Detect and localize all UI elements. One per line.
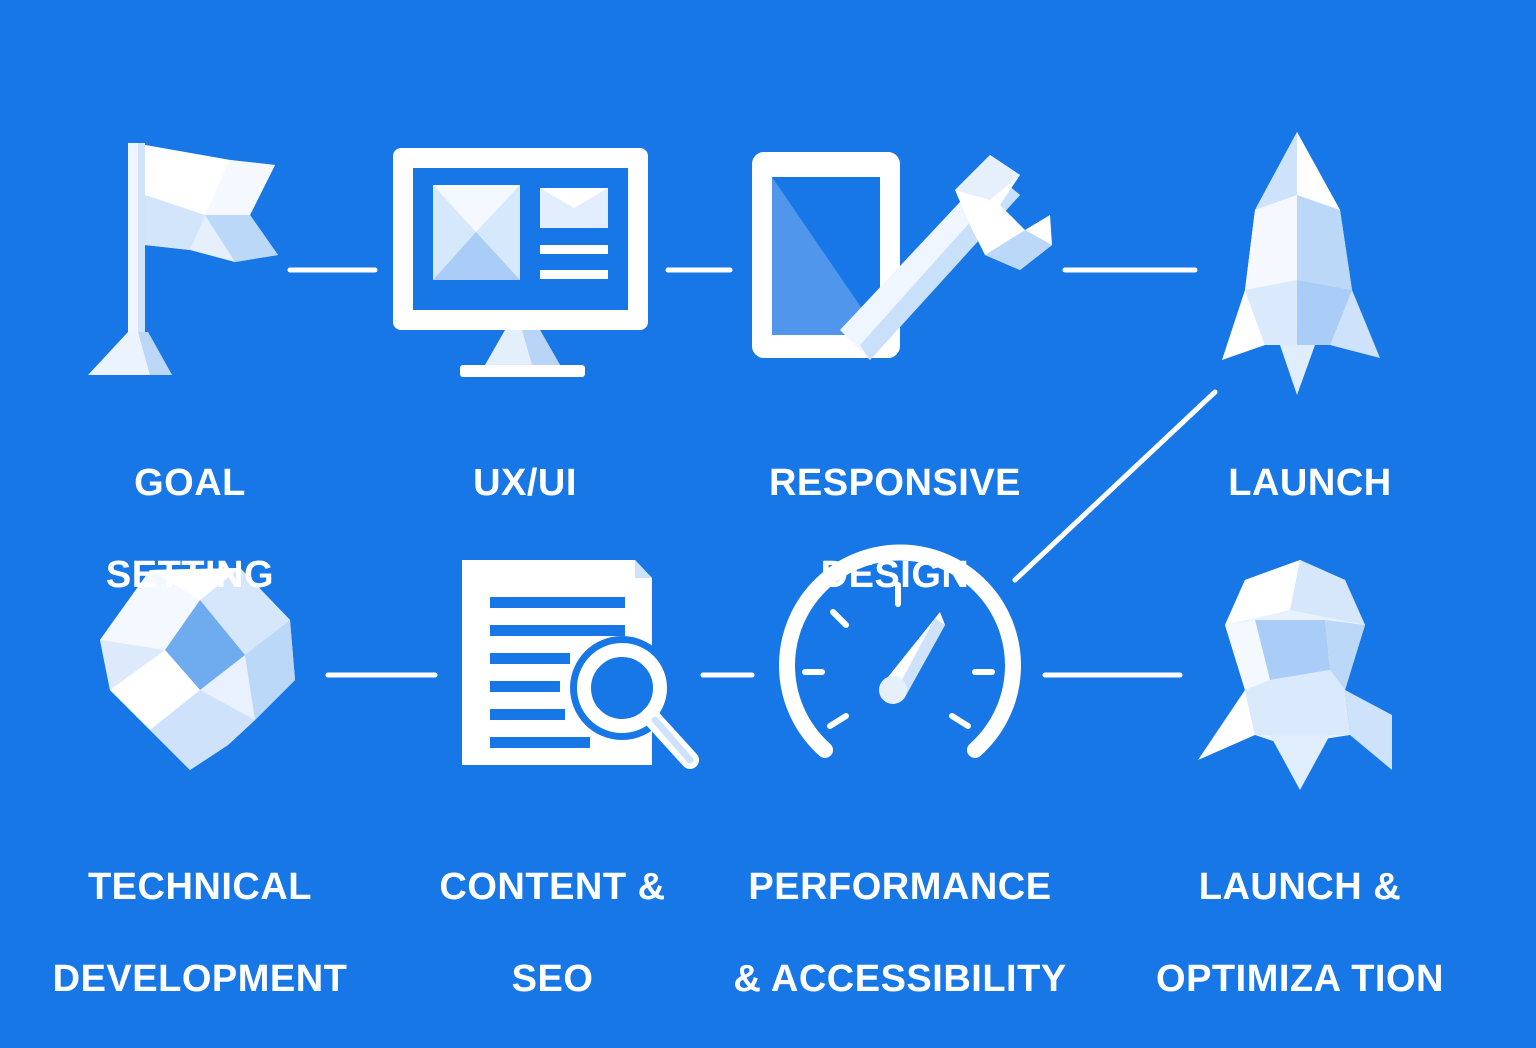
label-technical-development: TECHNICAL DEVELOPMENT — [40, 818, 360, 1048]
label-responsive-design-line1: RESPONSIVE — [768, 462, 1022, 504]
label-launch-optimization-line2: OPTIMIZA TION — [1156, 958, 1444, 1000]
label-technical-development-line2: DEVELOPMENT — [52, 958, 348, 1000]
process-diagram — [88, 132, 1392, 790]
tablet-wrench-icon — [752, 152, 1052, 360]
label-goal-setting-line2: SETTING — [105, 554, 275, 596]
label-launch-optimization-line1: LAUNCH & — [1198, 866, 1402, 908]
label-ux-ui: UX/UI — [420, 414, 630, 598]
connectors — [287, 267, 1218, 678]
label-ux-ui-line1: UX/UI — [473, 462, 577, 504]
flag-icon — [88, 143, 278, 375]
gem-icon — [100, 568, 295, 770]
label-goal-setting-line1: GOAL — [134, 462, 246, 504]
label-launch-optimization: LAUNCH & OPTIMIZA TION — [1135, 818, 1465, 1048]
label-responsive-design: RESPONSIVE DESIGN — [745, 414, 1045, 644]
monitor-icon — [393, 148, 648, 377]
label-performance-accessibility-line1: PERFORMANCE — [748, 866, 1052, 908]
label-technical-development-line1: TECHNICAL — [87, 866, 313, 908]
speedometer-icon — [779, 544, 1021, 758]
connector-launch-performance — [1012, 389, 1218, 583]
label-responsive-design-line2: DESIGN — [820, 554, 970, 596]
label-performance-accessibility: PERFORMANCE & ACCESSIBILITY — [720, 818, 1080, 1048]
label-content-seo: CONTENT & SEO — [420, 818, 685, 1048]
document-search-icon — [462, 560, 699, 769]
rocket-icon-launch — [1222, 132, 1380, 395]
label-goal-setting: GOAL SETTING — [80, 414, 300, 644]
label-content-seo-line2: SEO — [511, 958, 594, 1000]
label-performance-accessibility-line2: & ACCESSIBILITY — [733, 958, 1067, 1000]
label-content-seo-line1: CONTENT & — [439, 866, 666, 908]
rocket-icon-optimization — [1198, 560, 1392, 790]
label-launch: LAUNCH — [1200, 414, 1420, 598]
label-launch-line1: LAUNCH — [1228, 462, 1392, 504]
